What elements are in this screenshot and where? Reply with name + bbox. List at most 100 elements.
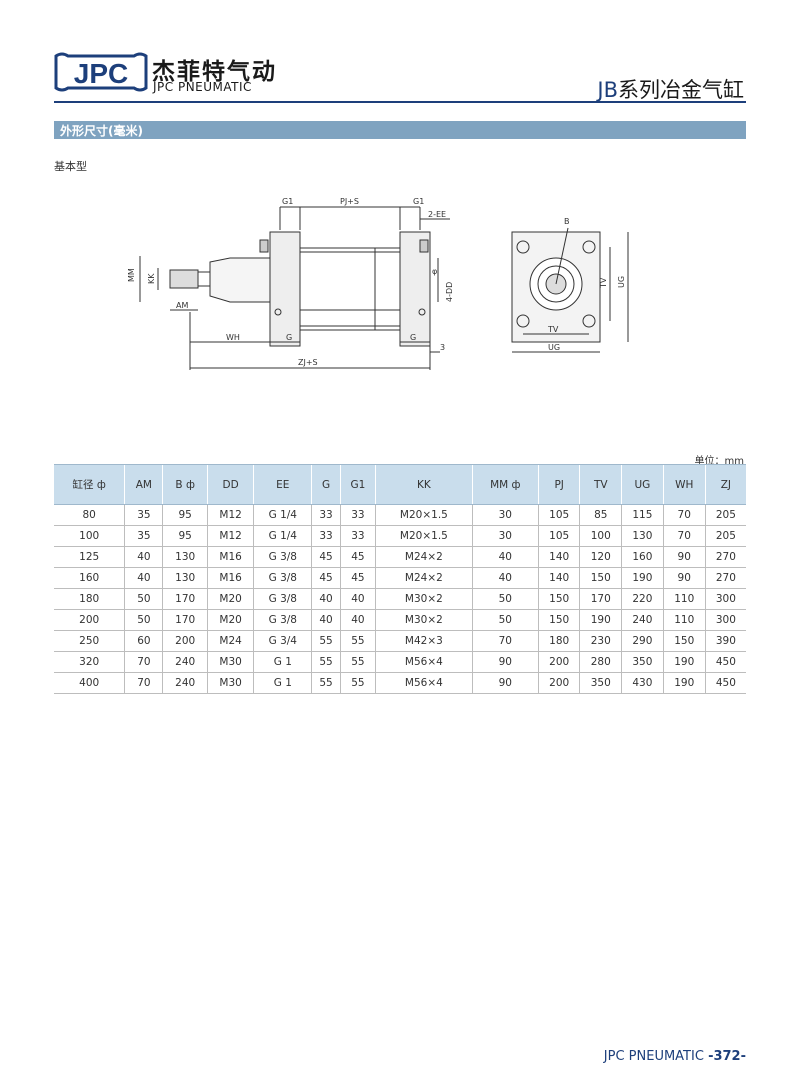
table-cell: 55 — [311, 672, 341, 694]
table-cell: 70 — [471, 630, 539, 652]
table-cell: 60 — [124, 630, 163, 652]
dim-label-tv-bottom: TV — [547, 325, 559, 334]
table-cell: 200 — [537, 672, 580, 694]
dim-label-g1-right: G1 — [413, 197, 424, 206]
table-cell: 270 — [704, 567, 746, 589]
column-header: G1 — [339, 464, 376, 505]
column-header: MM ф — [471, 464, 539, 505]
column-header: AM — [124, 464, 163, 505]
table-cell: 40 — [124, 546, 163, 568]
column-header: G — [311, 464, 341, 505]
table-cell: 55 — [311, 651, 341, 673]
table-cell: G 3/4 — [253, 630, 312, 652]
dim-label-am: AM — [176, 301, 188, 310]
table-cell: 450 — [704, 651, 746, 673]
table-cell: 50 — [471, 609, 539, 631]
table-cell: 45 — [339, 567, 376, 589]
table-cell: 50 — [124, 609, 163, 631]
table-cell: 240 — [621, 609, 664, 631]
dim-label-3: 3 — [440, 343, 445, 352]
table-cell: 270 — [704, 546, 746, 568]
column-header: PJ — [537, 464, 580, 505]
dim-label-wh: WH — [226, 333, 240, 342]
table-cell: 220 — [621, 588, 664, 610]
table-cell: 85 — [579, 504, 622, 526]
table-cell: 240 — [162, 672, 208, 694]
table-cell: 33 — [311, 504, 341, 526]
column-header: UG — [621, 464, 664, 505]
table-cell: M30 — [206, 651, 254, 673]
table-cell: 120 — [579, 546, 622, 568]
table-cell: 150 — [537, 609, 580, 631]
table-cell: 45 — [311, 546, 341, 568]
table-cell: 100 — [579, 525, 622, 547]
table-cell: 30 — [471, 525, 539, 547]
table-cell: 35 — [124, 525, 163, 547]
table-cell: 190 — [579, 609, 622, 631]
table-cell: 180 — [54, 588, 125, 610]
table-cell: G 3/8 — [253, 609, 312, 631]
table-cell: 200 — [162, 630, 208, 652]
table-cell: 40 — [339, 588, 376, 610]
dim-label-pj-s: PJ+S — [340, 197, 359, 206]
column-header: DD — [206, 464, 254, 505]
dim-label-b: B — [564, 217, 570, 226]
table-cell: M12 — [206, 504, 254, 526]
table-cell: 90 — [471, 672, 539, 694]
table-cell: 105 — [537, 525, 580, 547]
table-cell: 240 — [162, 651, 208, 673]
table-cell: M16 — [206, 567, 254, 589]
table-cell: 200 — [54, 609, 125, 631]
table-cell: 205 — [704, 525, 746, 547]
table-cell: M24×2 — [375, 567, 473, 589]
table-cell: 95 — [162, 525, 208, 547]
dim-label-2-ee: 2-EE — [428, 210, 446, 219]
table-cell: M42×3 — [375, 630, 473, 652]
table-cell: 50 — [124, 588, 163, 610]
table-cell: G 3/8 — [253, 546, 312, 568]
table-cell: 130 — [621, 525, 664, 547]
table-cell: G 1/4 — [253, 525, 312, 547]
table-cell: M56×4 — [375, 651, 473, 673]
column-header: TV — [579, 464, 622, 505]
brand-name-cn: 杰菲特气动 — [152, 59, 277, 85]
table-cell: 150 — [537, 588, 580, 610]
table-cell: 140 — [537, 567, 580, 589]
table-cell: 350 — [621, 651, 664, 673]
table-cell: 125 — [54, 546, 125, 568]
table-cell: 350 — [579, 672, 622, 694]
dim-label-mm: MM — [127, 268, 136, 282]
table-cell: 160 — [54, 567, 125, 589]
column-header: EE — [253, 464, 312, 505]
table-cell: G 3/8 — [253, 588, 312, 610]
table-cell: 170 — [579, 588, 622, 610]
table-cell: 140 — [537, 546, 580, 568]
table-cell: 190 — [662, 672, 706, 694]
table-cell: G 1/4 — [253, 504, 312, 526]
dim-label-phi: φ — [432, 267, 437, 276]
table-cell: M12 — [206, 525, 254, 547]
dim-label-kk: KK — [147, 273, 156, 284]
dim-label-tv-side: TV — [599, 277, 608, 289]
table-cell: 150 — [662, 630, 706, 652]
table-cell: 40 — [471, 567, 539, 589]
table-cell: 70 — [662, 504, 706, 526]
table-cell: 130 — [162, 567, 208, 589]
table-cell: 40 — [124, 567, 163, 589]
column-header: B ф — [162, 464, 208, 505]
table-cell: 45 — [311, 567, 341, 589]
table-cell: 110 — [662, 588, 706, 610]
table-cell: 205 — [704, 504, 746, 526]
table-cell: 30 — [471, 504, 539, 526]
dim-label-4-dd: 4-DD — [445, 282, 454, 302]
column-header: WH — [662, 464, 706, 505]
series-prefix: JB — [597, 78, 618, 102]
table-cell: 300 — [704, 588, 746, 610]
table-cell: 90 — [471, 651, 539, 673]
